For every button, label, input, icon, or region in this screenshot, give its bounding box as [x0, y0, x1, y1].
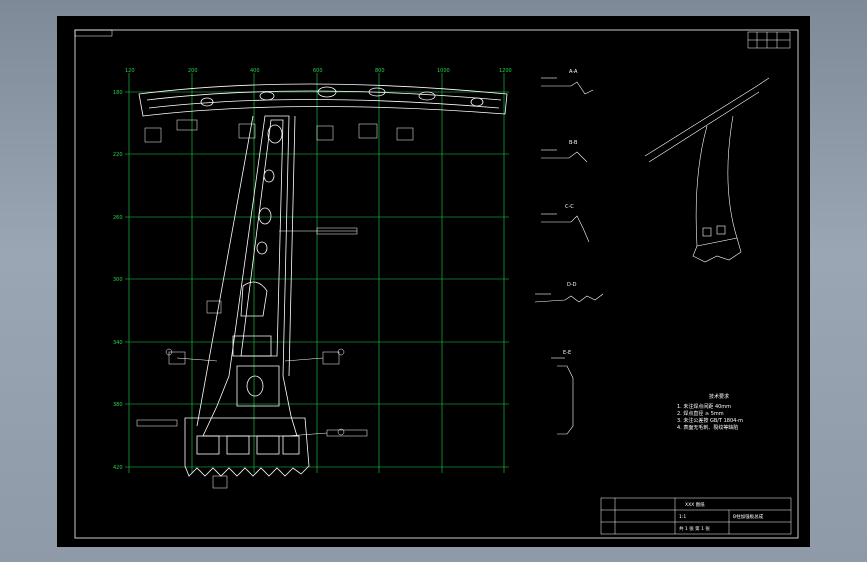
notes-line: 4. 表面无毛刺、裂纹等缺陷: [677, 424, 738, 431]
grid-label-left: 260: [113, 215, 123, 221]
grid-label-left: 180: [113, 90, 123, 96]
drawing-sheet: 120 200 400 600 800 1000 1200 180 220 26…: [57, 16, 810, 547]
main-part-view: [138, 83, 508, 477]
notes-line: 1. 未注焊点间距 40mm: [677, 403, 731, 410]
coordinate-grid: [125, 73, 509, 473]
title-sheet: 共 1 张 第 1 张: [679, 525, 710, 532]
isometric-view: [644, 77, 770, 263]
grid-label-left: 300: [113, 277, 123, 283]
grid-label-left: 380: [113, 402, 123, 408]
grid-label-left: 340: [113, 340, 123, 346]
section-label: B-B: [569, 140, 578, 146]
notes-line: 2. 焊点直径 ≥ 5mm: [677, 410, 724, 417]
section-label: D-D: [567, 282, 577, 288]
grid-label-left: 220: [113, 152, 123, 158]
drawing-frame: [74, 29, 799, 539]
grid-label-top: 1000: [437, 68, 450, 74]
grid-label-top: 400: [250, 68, 260, 74]
notes-line: 3. 未注公差按 GB/T 1804-m: [677, 417, 743, 424]
revision-table: [747, 31, 791, 49]
grid-label-left: 420: [113, 465, 123, 471]
callouts: [136, 119, 414, 489]
grid-label-top: 120: [125, 68, 135, 74]
grid-label-top: 1200: [499, 68, 512, 74]
grid-label-top: 600: [313, 68, 323, 74]
title-scale: 1:1: [679, 514, 686, 520]
cad-drawing: 120 200 400 600 800 1000 1200 180 220 26…: [74, 29, 799, 539]
title-part-name: B柱加强板总成: [733, 513, 764, 520]
grid-label-top: 200: [188, 68, 198, 74]
title-drawing-name: XXX 图纸: [685, 501, 705, 508]
title-block: [600, 497, 792, 535]
section-label: C-C: [565, 204, 574, 210]
corner-tag: [74, 29, 113, 37]
section-views: [534, 77, 604, 435]
grid-top-labels: 120 200 400 600 800 1000 1200: [125, 68, 512, 74]
section-labels: A-A B-B C-C D-D E-E: [563, 69, 578, 356]
section-label: E-E: [563, 350, 571, 356]
section-label: A-A: [569, 69, 578, 75]
technical-notes: 技术要求 1. 未注焊点间距 40mm 2. 焊点直径 ≥ 5mm 3. 未注公…: [677, 393, 743, 431]
notes-heading: 技术要求: [709, 393, 729, 400]
grid-label-top: 800: [375, 68, 385, 74]
grid-left-labels: 180 220 260 300 340 380 420: [113, 90, 123, 471]
